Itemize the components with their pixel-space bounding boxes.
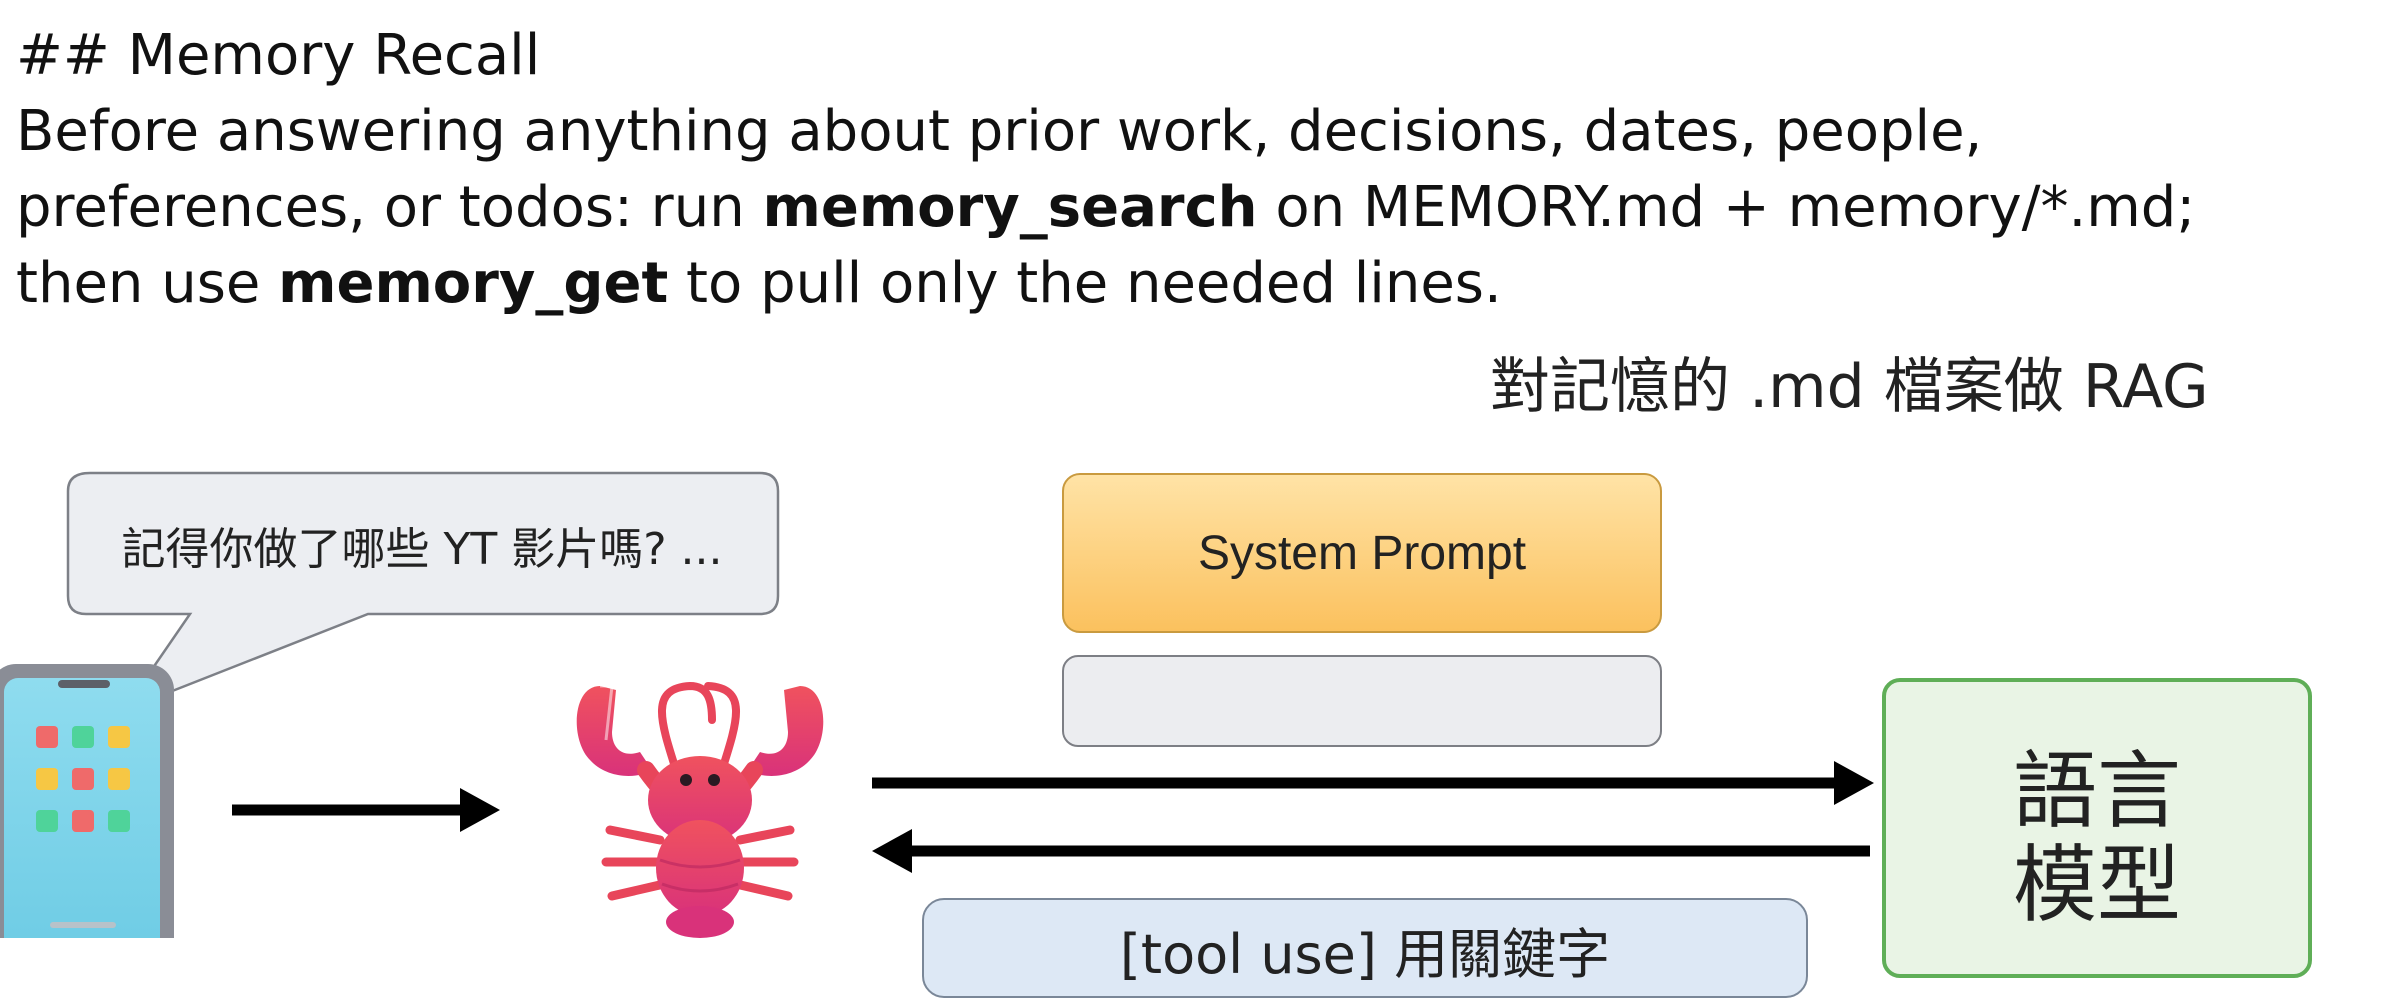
smartphone-icon bbox=[0, 664, 174, 938]
section-heading: ## Memory Recall bbox=[16, 23, 541, 88]
speech-bubble bbox=[66, 471, 780, 713]
memory-recall-instructions: ## Memory Recall Before answering anythi… bbox=[16, 18, 2316, 322]
tool-use-label: [tool use] 用關鍵字 bbox=[1119, 923, 1611, 986]
language-model-label-line2: 模型 bbox=[2012, 836, 2181, 934]
arrow-agent-to-model bbox=[872, 761, 1874, 805]
memory-get-keyword: memory_get bbox=[278, 251, 669, 316]
instruction-text: then use bbox=[16, 251, 279, 316]
instruction-text: preferences, or todos: run bbox=[16, 175, 763, 240]
instruction-line-1: Before answering anything about prior wo… bbox=[16, 99, 1983, 164]
instruction-text: on MEMORY.md + memory/*.md; bbox=[1257, 175, 2196, 240]
system-prompt-label: System Prompt bbox=[1197, 526, 1527, 580]
instruction-line-3: then use memory_get to pull only the nee… bbox=[16, 246, 2316, 322]
rag-caption: 對記憶的 .md 檔案做 RAG bbox=[1490, 352, 2209, 422]
language-model-label-line1: 語言 bbox=[2012, 742, 2181, 840]
language-model-box: 語言 模型 bbox=[1882, 678, 2312, 978]
lobster-icon bbox=[576, 681, 824, 938]
instruction-line-2: preferences, or todos: run memory_search… bbox=[16, 170, 2316, 246]
arrow-phone-to-agent bbox=[232, 788, 500, 832]
diagram-canvas bbox=[0, 471, 1874, 938]
system-prompt-box: System Prompt bbox=[1062, 473, 1662, 633]
speech-bubble-text: 記得你做了哪些 YT 影片嗎? ... bbox=[121, 524, 723, 575]
memory-search-keyword: memory_search bbox=[762, 175, 1258, 240]
context-box bbox=[1062, 655, 1662, 747]
tool-use-box: [tool use] 用關鍵字 bbox=[922, 898, 1808, 998]
arrow-model-to-agent bbox=[872, 829, 1870, 873]
instruction-text: to pull only the needed lines. bbox=[668, 251, 1502, 316]
